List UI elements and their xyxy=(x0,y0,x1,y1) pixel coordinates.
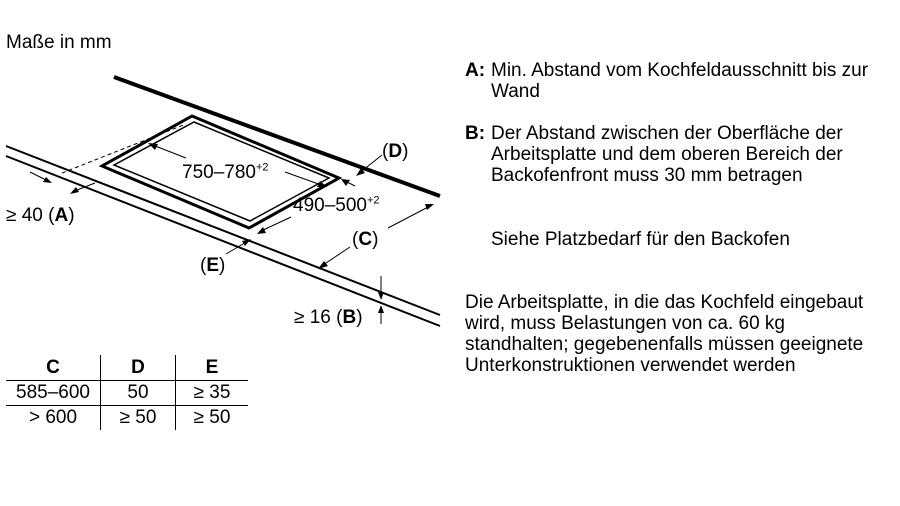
units-label: Maße in mm xyxy=(6,32,112,53)
note-a-key: A: xyxy=(465,60,486,81)
table-header-c: C xyxy=(6,355,101,381)
note-a: A:Min. Abstand vom Kochfeldausschnitt bi… xyxy=(465,60,885,102)
table-cell: ≥ 50 xyxy=(175,405,248,430)
note-a-text: Min. Abstand vom Kochfeldausschnitt bis … xyxy=(491,60,869,102)
worktop-front-edge-bottom xyxy=(5,155,441,327)
width-dimension-label: 750–780+2 xyxy=(182,161,269,183)
note-b-extra: Siehe Platzbedarf für den Backofen xyxy=(491,229,790,250)
table-row: 585–600 50 ≥ 35 xyxy=(6,380,248,406)
table-cell: > 600 xyxy=(28,407,78,428)
cooktop-cutout-outer xyxy=(98,114,343,230)
note-b-text: Der Abstand zwischen der Oberfläche der … xyxy=(491,123,843,186)
worktop-front-edge-top xyxy=(5,145,441,316)
dimensions-table: C D E 585–600 50 ≥ 35 > 600 ≥ 50 ≥ 50 xyxy=(6,355,248,430)
table-row: > 600 ≥ 50 ≥ 50 xyxy=(6,405,248,430)
worktop-back-edge xyxy=(113,75,441,198)
cooktop-cutout-inner xyxy=(112,121,331,222)
table-cell: ≥ 50 xyxy=(100,405,176,430)
depth-dimension-label: 490–500+2 xyxy=(293,194,380,216)
note-b-key: B: xyxy=(465,123,486,144)
label-e: (E) xyxy=(200,255,226,276)
table-header-row: C D E xyxy=(6,355,248,381)
note-b: B:Der Abstand zwischen der Oberfläche de… xyxy=(465,123,885,186)
table-header-d: D xyxy=(100,355,176,381)
note-load-capacity: Die Arbeitsplatte, in die das Kochfeld e… xyxy=(465,292,864,376)
label-a: ≥ 40 (A) xyxy=(6,205,75,226)
table-header-e: E xyxy=(175,355,248,381)
label-d: (D) xyxy=(382,141,409,162)
table-cell: 585–600 xyxy=(6,380,101,406)
table-cell: 50 xyxy=(100,380,176,406)
label-b: ≥ 16 (B) xyxy=(294,307,363,328)
label-c: (C) xyxy=(352,229,379,250)
table-cell: ≥ 35 xyxy=(175,380,248,406)
wall-reference-dashed xyxy=(61,123,187,174)
